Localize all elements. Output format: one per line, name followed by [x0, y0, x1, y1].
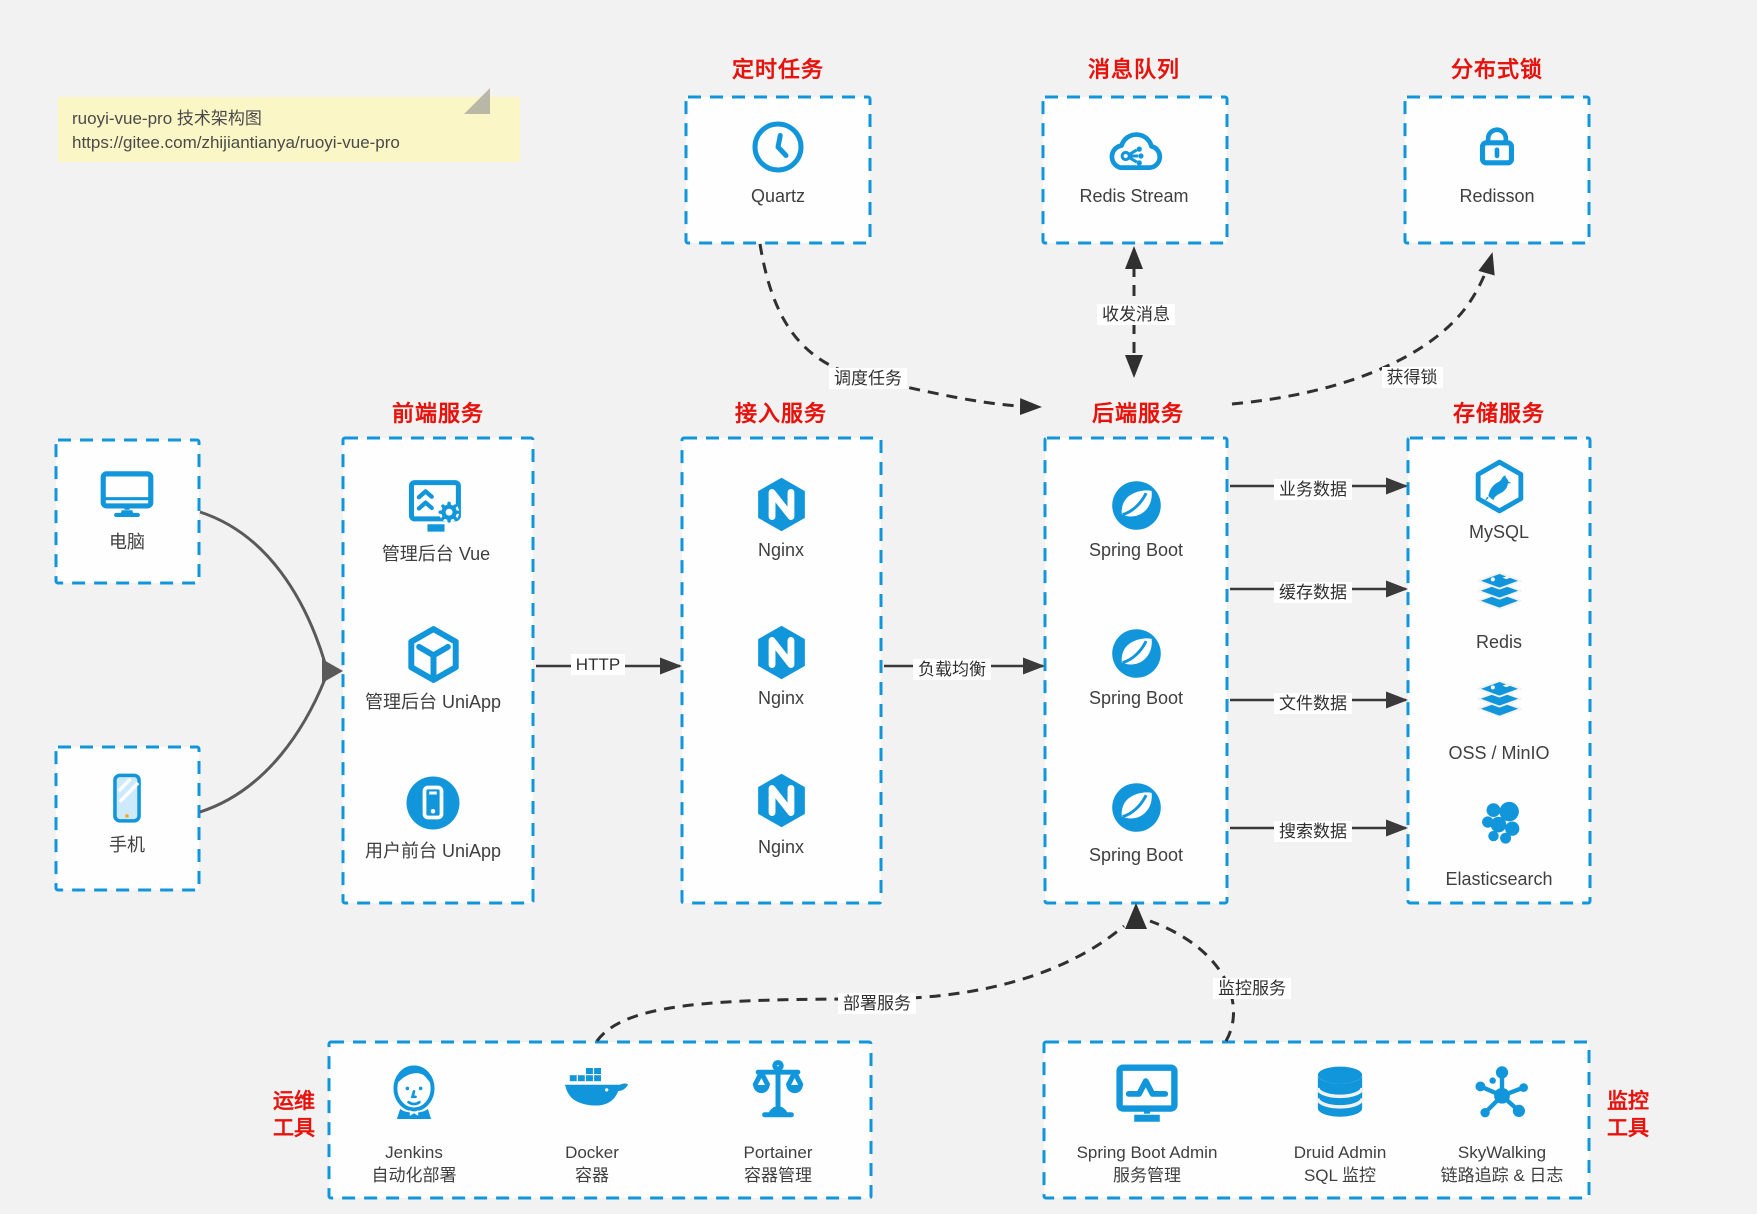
- node-label-skywalking: SkyWalking 链路追踪 & 日志: [1440, 1143, 1564, 1185]
- curve-pc-to-frontend: [199, 510, 327, 664]
- message-arrowhead-down: [1125, 355, 1143, 378]
- cloud-network-icon: [1100, 119, 1168, 177]
- edge-label-business-data: 业务数据: [1223, 475, 1403, 500]
- spring-icon: [1109, 626, 1164, 681]
- oss-stack-icon: [1471, 671, 1528, 728]
- node-label-nginx-3: Nginx: [757, 837, 805, 857]
- node-label-redis: Redis: [1475, 632, 1523, 652]
- node-label-admin-vue: 管理后台 Vue: [381, 544, 491, 564]
- lock-icon: [1469, 119, 1525, 175]
- redis-stack-icon: [1471, 563, 1528, 620]
- edge-label-file-data: 文件数据: [1223, 689, 1403, 714]
- ops-tools-label: 运维 工具: [273, 1090, 315, 1140]
- node-label-user-uniapp: 用户前台 UniApp: [364, 841, 502, 861]
- mysql-icon: [1469, 456, 1530, 517]
- edge-label-schedule-task: 调度任务: [778, 364, 958, 389]
- elasticsearch-icon: [1474, 794, 1531, 851]
- edge-label-cache-data: 缓存数据: [1223, 578, 1403, 603]
- clock-icon: [748, 117, 808, 177]
- title-storage: 存储服务: [1452, 401, 1545, 426]
- node-label-admin-uniapp: 管理后台 UniApp: [364, 692, 502, 712]
- node-label-redis-stream: Redis Stream: [1079, 186, 1189, 206]
- portainer-icon: [743, 1056, 813, 1128]
- sticky-note: ruoyi-vue-pro 技术架构图 https://gitee.com/zh…: [58, 88, 520, 162]
- message-arrowhead-up: [1125, 246, 1143, 269]
- node-label-quartz: Quartz: [750, 186, 806, 206]
- spring-icon: [1109, 780, 1164, 835]
- nginx-icon: [750, 473, 813, 536]
- node-label-redisson: Redisson: [1459, 186, 1535, 206]
- curve-deploy-service: [595, 924, 1125, 1042]
- spring-boot-admin-icon: [1110, 1058, 1184, 1128]
- admin-vue-icon: [404, 473, 468, 537]
- node-label-springboot-1: Spring Boot: [1088, 540, 1184, 560]
- mobile-app-icon: [403, 773, 463, 833]
- node-label-springboot-3: Spring Boot: [1088, 845, 1184, 865]
- desktop-icon: [96, 462, 158, 524]
- node-label-spring-boot-admin: Spring Boot Admin 服务管理: [1076, 1143, 1218, 1185]
- deploy-monitor-arrowhead: [1125, 903, 1147, 929]
- cube-icon: [401, 622, 466, 687]
- monitoring-box: [1042, 1040, 1591, 1200]
- node-label-mysql: MySQL: [1468, 522, 1529, 542]
- title-scheduler: 定时任务: [731, 57, 824, 82]
- edge-label-deploy-service: 部署服务: [787, 989, 967, 1014]
- edge-label-http: HTTP: [508, 654, 688, 675]
- title-gateway: 接入服务: [734, 401, 827, 426]
- node-label-druid-admin: Druid Admin SQL 监控: [1293, 1143, 1387, 1185]
- node-label-mobile: 手机: [109, 835, 145, 855]
- spring-icon: [1109, 478, 1164, 533]
- nginx-icon: [750, 621, 813, 684]
- edge-label-monitor-service: 监控服务: [1162, 974, 1342, 999]
- smartphone-icon: [100, 770, 154, 828]
- curve-acquire-lock: [1231, 252, 1495, 406]
- docker-icon: [556, 1058, 628, 1126]
- title-mq: 消息队列: [1087, 57, 1180, 82]
- edge-label-send-receive-message: 收发消息: [1046, 300, 1226, 325]
- edge-label-search-data: 搜索数据: [1223, 817, 1403, 842]
- note-fold-corner-icon: [464, 88, 490, 114]
- node-label-nginx-1: Nginx: [757, 540, 805, 560]
- node-label-docker: Docker 容器: [565, 1143, 619, 1185]
- title-lock: 分布式锁: [1450, 57, 1543, 82]
- ops-box: [327, 1040, 873, 1200]
- skywalking-icon: [1467, 1059, 1537, 1129]
- node-label-nginx-2: Nginx: [757, 688, 805, 708]
- edge-label-load-balance: 负载均衡: [862, 655, 1042, 680]
- note-url: https://gitee.com/zhijiantianya/ruoyi-vu…: [72, 133, 400, 152]
- title-backend: 后端服务: [1091, 401, 1184, 426]
- jenkins-icon: [378, 1056, 450, 1128]
- edge-label-acquire-lock: 获得锁: [1322, 363, 1502, 388]
- druid-icon: [1305, 1060, 1375, 1128]
- nginx-icon: [750, 769, 813, 832]
- mq-box: [1041, 95, 1229, 245]
- redisson-box: [1403, 95, 1591, 245]
- storage-box: [1406, 436, 1592, 905]
- curve-phone-to-frontend: [199, 678, 327, 814]
- node-label-elasticsearch: Elasticsearch: [1445, 869, 1553, 889]
- node-label-springboot-2: Spring Boot: [1088, 688, 1184, 708]
- client-arrowhead: [322, 659, 343, 683]
- node-label-pc: 电脑: [109, 532, 145, 552]
- note-title: ruoyi-vue-pro 技术架构图: [72, 109, 262, 128]
- monitoring-tools-label: 监控 工具: [1607, 1090, 1649, 1140]
- node-label-jenkins: Jenkins 自动化部署: [371, 1143, 457, 1185]
- frontend-box: [341, 436, 535, 905]
- title-frontend: 前端服务: [391, 401, 484, 426]
- node-label-portainer: Portainer 容器管理: [743, 1143, 813, 1185]
- node-label-oss-minio: OSS / MinIO: [1448, 743, 1550, 763]
